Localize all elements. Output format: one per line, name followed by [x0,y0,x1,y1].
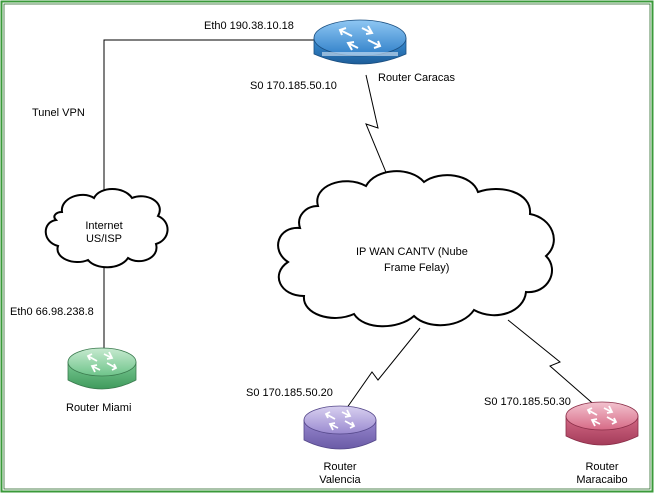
router-caracas-icon [313,19,407,65]
router-maracaibo-label-line1: Router [585,461,619,473]
maracaibo-s0-label: S0 170.185.50.30 [484,396,571,408]
router-caracas-label: Router Caracas [378,72,456,84]
router-miami-label: Router Miami [66,402,132,414]
wan-cloud [277,170,555,328]
caracas-eth0-label: Eth0 190.38.10.18 [204,20,294,32]
internet-cloud-label-line2: US/ISP [85,233,123,245]
router-valencia-icon [303,405,377,450]
miami-eth0-label: Eth0 66.98.238.8 [10,306,94,318]
vpn-tunnel-link [103,39,316,205]
maracaibo-wan-serial-link [507,319,599,409]
caracas-wan-serial-link [365,74,391,183]
router-valencia-label-line2: Valencia [319,474,361,486]
valencia-wan-serial-link [343,327,421,413]
router-valencia-label-line1: Router [323,461,357,473]
wan-cloud-label-line1: IP WAN CANTV (Nube [356,246,468,258]
router-maracaibo-label-line2: Maracaibo [576,474,628,486]
router-maracaibo-icon [565,401,639,446]
caracas-s0-label: S0 170.185.50.10 [250,80,337,92]
internet-cloud-label-line1: Internet [85,220,123,232]
internet-cloud [44,188,169,269]
router-miami-icon [67,347,137,390]
wan-cloud-label-line2: Frame Felay) [384,262,450,274]
vpn-tunnel-label: Tunel VPN [32,107,85,119]
frame-inner-border [3,3,651,490]
valencia-s0-label: S0 170.185.50.20 [246,387,333,399]
